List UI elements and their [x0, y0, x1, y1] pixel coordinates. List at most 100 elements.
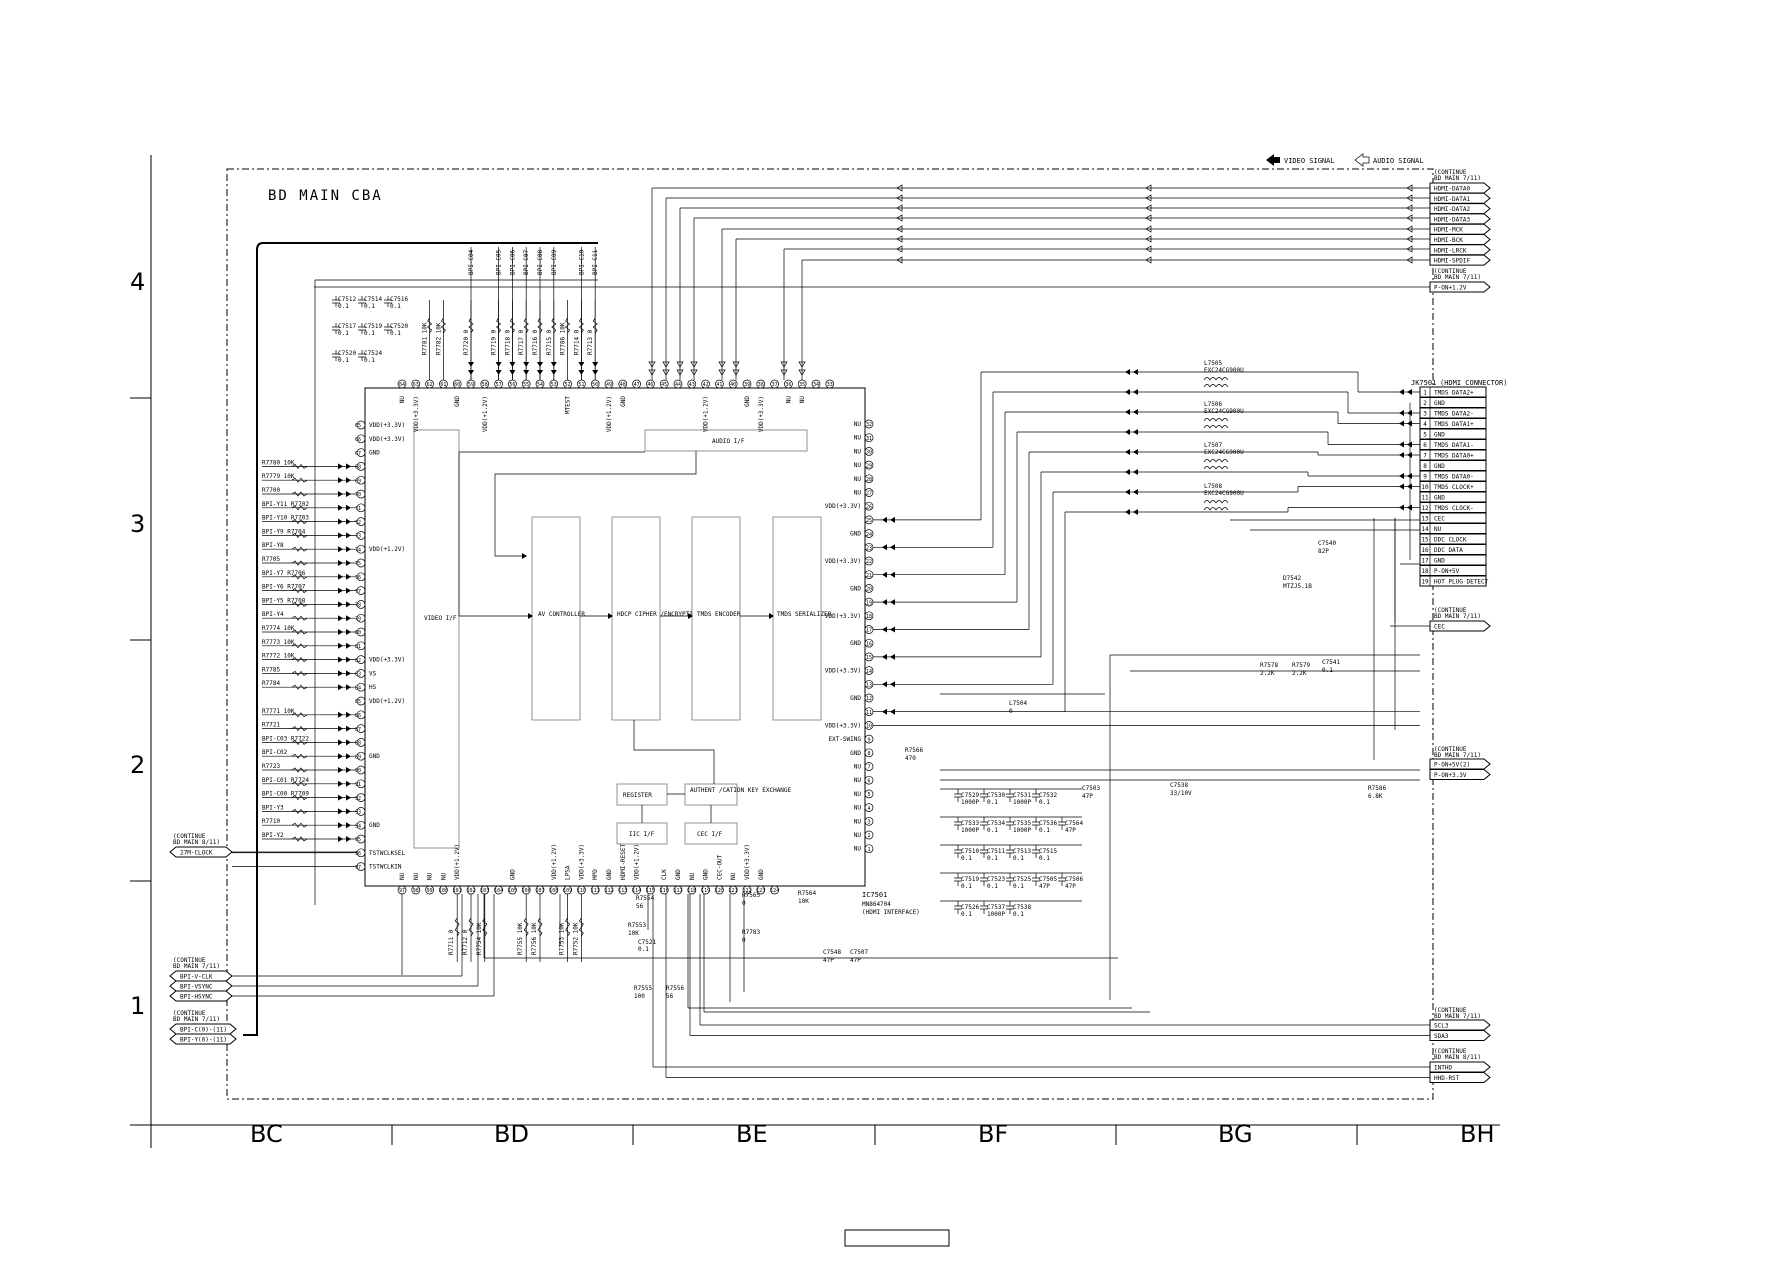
ic-pin-number: 25 [866, 518, 872, 524]
connector-pin-number: 3 [1423, 411, 1427, 418]
right-component-text: R7586 [1368, 785, 1386, 792]
ic-pin-64 [397, 379, 407, 389]
ic-pin-number: 83 [355, 672, 361, 678]
ic-pin-number: 118 [687, 888, 696, 894]
ic-pin-label: GND [675, 869, 682, 880]
capacitor-icon [1032, 789, 1040, 802]
ic-pin-label: NU [799, 396, 806, 404]
capacitor-icon [1032, 817, 1040, 830]
right-component-text: 6.8K [1368, 793, 1383, 800]
port-hdmi-mck [1429, 223, 1491, 235]
ic-pin-label: NU [854, 791, 862, 798]
port-p-on-5v-2--label: P-ON+5V(2) [1434, 762, 1470, 769]
left-net-label: BPI-Y3 [262, 804, 284, 811]
ic-pin-label: VDD(+3.3V) [825, 558, 861, 565]
cap-value: 0.1 [1039, 799, 1050, 806]
capacitor-icon [1032, 845, 1040, 858]
ic-pin-32 [864, 419, 874, 429]
ic-pin-121 [728, 885, 738, 895]
port-note: BD MAIN 7/11) [1434, 1013, 1481, 1020]
connector-ref: JK7501 [1411, 379, 1436, 387]
connector-pin-number: 12 [1421, 505, 1429, 512]
ic-pin-number: 19 [866, 600, 872, 606]
tmds-serializer-block [772, 516, 822, 721]
ic-pin-number: 43 [689, 382, 695, 388]
bottom-component-text: C7507 [850, 949, 868, 956]
ic-pin-label: NU [854, 832, 862, 839]
ic-part: MN864704 [862, 901, 891, 908]
left-net-label: R7721 [262, 722, 280, 729]
port-cec-label: CEC [1434, 624, 1445, 631]
ic-pin-number: 70 [355, 492, 361, 498]
ic-pin-number: 40 [730, 382, 736, 388]
ic-pin-number: 63 [413, 382, 419, 388]
cap-ref: C7516 [390, 296, 408, 303]
ic-pin-label: VDD(+1.2V) [703, 396, 710, 432]
ic-pin-label: VDD(+1.2V) [454, 844, 461, 880]
col-label-bh: BH [1460, 1120, 1495, 1148]
capacitor-icon [980, 817, 988, 830]
ic-pin-label: GND [703, 869, 710, 880]
col-label-bg: BG [1218, 1120, 1253, 1148]
port-hdmi-mck-label: HDMI-MCK [1434, 227, 1463, 234]
port-p-on-5v-2- [1429, 758, 1491, 770]
bottom-component-text: L7504 [1009, 700, 1027, 707]
connector-pin-number: 15 [1421, 537, 1429, 544]
ic-pin-49 [604, 379, 614, 389]
cap-ref: C7513 [1013, 848, 1031, 855]
port-note: (CONTINUE [1434, 169, 1467, 176]
ic-pin-number: 78 [355, 603, 361, 609]
port-bpi-v-clk-label: BPI-V-CLK [180, 974, 213, 981]
cap-ref: C7510 [961, 848, 979, 855]
cap-value: 0.1 [1013, 911, 1024, 918]
row-label-1: 1 [130, 992, 145, 1020]
ic-pin-number: 103 [480, 888, 489, 894]
port-note: BD MAIN 7/11) [173, 1016, 220, 1023]
cap-ref: C7564 [1065, 820, 1083, 827]
col-label-be: BE [736, 1120, 768, 1148]
common-mode-coil-icon [1203, 459, 1229, 470]
cap-ref: C7535 [1013, 820, 1031, 827]
coil-ref: L7506 [1204, 401, 1222, 408]
ic-pin-number: 3 [867, 820, 870, 826]
port-hdmi-data2-label: HDMI-DATA2 [1434, 206, 1471, 213]
ic-pin-number: 5 [867, 792, 870, 798]
ic-pin-99 [425, 885, 434, 895]
bottom-component-text: 0 [742, 900, 746, 907]
top-net-label: BPI-C10 [578, 249, 585, 275]
port-hdmi-bck-label: HDMI-BCK [1434, 237, 1463, 244]
capacitor-icon [1006, 845, 1014, 858]
connector-pin-number: 6 [1423, 442, 1427, 449]
cap-ref: C7530 [987, 792, 1005, 799]
cap-value: 0.1 [1013, 855, 1024, 862]
ic-pin-number: 20 [866, 587, 872, 593]
ic-pin-3 [864, 816, 874, 826]
ic-pin-label: NU [854, 435, 862, 442]
top-net-label: BPI-C07 [523, 249, 530, 275]
common-mode-coil-icon [1203, 418, 1229, 429]
top-resistor-label: R7715 0 [546, 329, 553, 355]
ic-pin-47 [632, 379, 641, 389]
cap-value: 1000P [961, 799, 979, 806]
cap-value: 1000P [961, 827, 979, 834]
bottom-component-text: 470 [905, 755, 916, 762]
ic-pin-number: 120 [715, 888, 724, 894]
coil-part: EXC24CG900U [1204, 408, 1244, 415]
ic-pin-number: 66 [355, 437, 361, 443]
ic-pin-number: 35 [799, 382, 805, 388]
cap-ref: C7536 [1039, 820, 1057, 827]
connector-pin-number: 14 [1421, 526, 1429, 533]
port-note: BD MAIN 7/11) [1434, 175, 1481, 182]
bottom-component-text: 10K [628, 930, 639, 937]
cap-ref: C7519 [961, 876, 979, 883]
ic-pin-number: 46 [647, 382, 653, 388]
ic-pin-46 [646, 379, 655, 389]
bottom-component-text: C7521 [638, 939, 656, 946]
ic-pin-38 [756, 379, 766, 389]
port-bpi-y-0-11--label: BPI-Y(0)-(11) [180, 1037, 227, 1044]
ic-pin-number: 28 [866, 477, 872, 483]
ic-pin-number: 44 [675, 382, 681, 388]
ic-pin-number: 29 [866, 463, 872, 469]
